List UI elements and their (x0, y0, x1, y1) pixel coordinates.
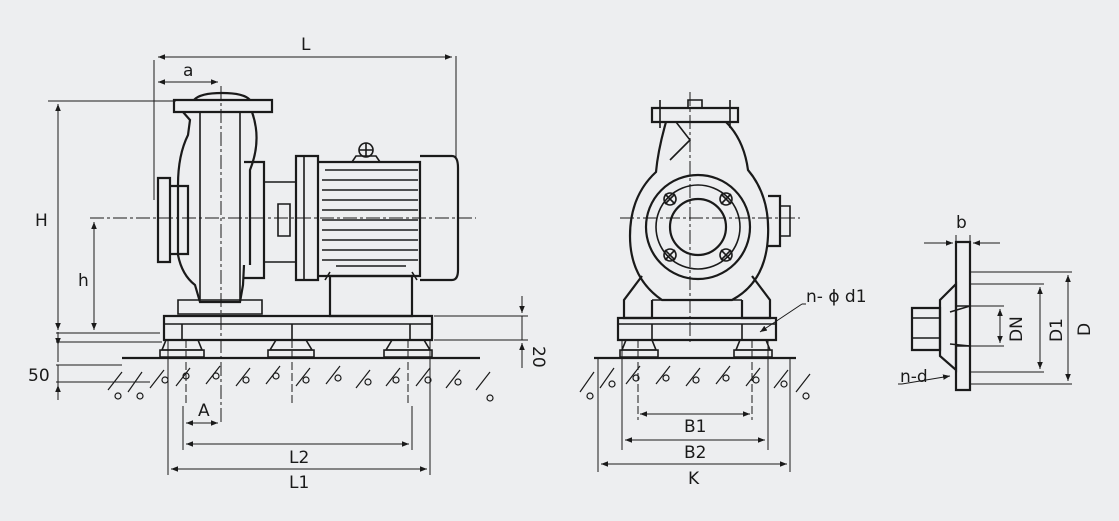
front-center-lines (620, 92, 800, 420)
dim-label-DN: DN (1007, 316, 1027, 342)
label-n-phi-d1: n- ϕ d1 (806, 287, 867, 307)
pump-front-casing (616, 99, 791, 358)
dim-label-K: K (688, 469, 700, 489)
dim-label-L2: L2 (289, 448, 309, 468)
dim-label-D1: D1 (1047, 318, 1067, 342)
foundation (107, 356, 494, 402)
front-foundation (579, 356, 811, 400)
front-view: n- ϕ d1 B1 B2 K (579, 92, 867, 489)
dim-label-B1: B1 (684, 417, 706, 437)
anchor-bolts (159, 339, 433, 358)
dim-label-20: 20 (528, 346, 548, 368)
front-extension-lines (597, 340, 791, 472)
pump-casing (156, 91, 297, 315)
dim-label-a: a (183, 61, 193, 81)
flange-detail: b DN D1 D n-d (898, 213, 1095, 392)
side-dimensions (55, 54, 525, 472)
dim-label-L: L (301, 35, 311, 55)
dim-label-b: b (956, 213, 967, 233)
dim-label-L1: L1 (289, 473, 309, 493)
dim-label-50: 50 (28, 366, 50, 386)
side-center-lines (90, 86, 476, 425)
motor (294, 142, 460, 318)
flange-extension-lines (955, 235, 1072, 385)
side-view: L a H h 20 50 A L2 L1 (28, 35, 548, 493)
flange-section (910, 240, 972, 392)
front-dimensions (601, 303, 806, 467)
dim-label-h: h (78, 271, 89, 291)
flange-dimensions (898, 240, 1071, 385)
dim-label-D: D (1075, 323, 1095, 336)
label-n-d: n-d (900, 367, 928, 387)
dim-label-H: H (35, 211, 48, 231)
base-plate (162, 314, 434, 342)
dim-label-A: A (198, 401, 210, 421)
side-extension-lines (48, 56, 528, 475)
dim-label-B2: B2 (684, 443, 706, 463)
